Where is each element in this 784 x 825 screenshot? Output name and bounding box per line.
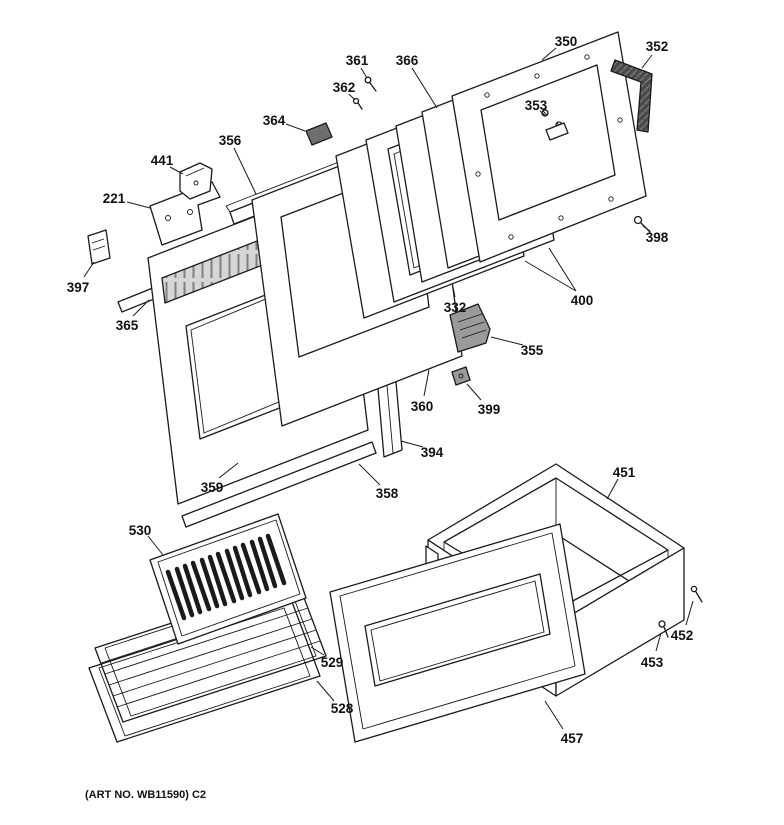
hinge-441 <box>179 162 213 200</box>
bracket-221 <box>149 181 221 246</box>
part-label-364: 364 <box>263 113 286 128</box>
latch-355 <box>449 303 491 353</box>
screw-kit-353 <box>541 109 569 141</box>
bracket-364 <box>305 122 333 146</box>
part-label-451: 451 <box>613 465 636 480</box>
nut-body <box>451 366 471 386</box>
latch-body <box>449 303 491 353</box>
screw-398 <box>633 215 651 233</box>
drawer-front-457 <box>329 523 586 743</box>
part-label-452: 452 <box>671 628 694 643</box>
part-label-361: 361 <box>346 53 369 68</box>
screw-holes <box>475 54 623 240</box>
part-label-353: 353 <box>525 98 548 113</box>
part-label-397: 397 <box>67 280 90 295</box>
screw-452 <box>690 585 703 603</box>
door-handle-352 <box>610 59 653 133</box>
bottom-trim-358 <box>181 441 377 528</box>
part-label-399: 399 <box>478 402 501 417</box>
part-label-394: 394 <box>421 445 444 460</box>
part-label-529: 529 <box>321 655 344 670</box>
broiler-insert-530 <box>149 513 307 645</box>
screw-361 <box>364 76 377 92</box>
part-label-356: 356 <box>219 133 242 148</box>
part-label-441: 441 <box>151 153 174 168</box>
part-label-221: 221 <box>103 191 126 206</box>
part-label-360: 360 <box>411 399 434 414</box>
part-label-358: 358 <box>376 486 399 501</box>
screw-453 <box>658 620 669 638</box>
leader-lines <box>83 47 694 730</box>
part-label-398: 398 <box>646 230 669 245</box>
part-label-530: 530 <box>129 523 152 538</box>
nut-399 <box>451 366 471 386</box>
part-label-400: 400 <box>571 293 594 308</box>
part-label-453: 453 <box>641 655 664 670</box>
part-label-355: 355 <box>521 343 544 358</box>
screw-362 <box>352 97 363 110</box>
part-label-362: 362 <box>333 80 356 95</box>
part-labels: 350 352 361 362 366 353 364 356 441 221 … <box>67 34 694 746</box>
part-label-350: 350 <box>555 34 578 49</box>
bracket-364-body <box>305 122 333 146</box>
part-label-457: 457 <box>561 731 584 746</box>
art-number-text: (ART NO. WB11590) C2 <box>85 789 206 801</box>
pan-slots <box>165 533 287 621</box>
part-label-528: 528 <box>331 701 354 716</box>
part-label-332: 332 <box>444 300 467 315</box>
clip-397 <box>87 229 111 265</box>
part-label-365: 365 <box>116 318 139 333</box>
part-label-352: 352 <box>646 39 669 54</box>
part-label-359: 359 <box>201 480 224 495</box>
outer-panel-350 <box>451 31 647 263</box>
part-label-366: 366 <box>396 53 419 68</box>
